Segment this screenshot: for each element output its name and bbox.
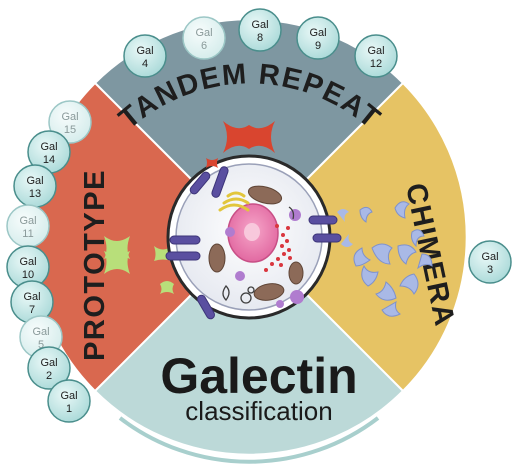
galectin-bubble-circle [468, 240, 512, 284]
galectin-bubble-number: 4 [142, 58, 148, 70]
galectin-bubble-prefix: Gal [251, 19, 268, 31]
galectin-bubble-number: 10 [22, 269, 34, 281]
prototype-label: PROTOTYPE [79, 169, 111, 361]
galectin-bubble-number: 13 [29, 188, 41, 200]
galectin-bubble-prefix: Gal [60, 390, 77, 402]
prototype-galectin-icon [104, 236, 130, 274]
galectin-bubble-prefix: Gal [136, 45, 153, 57]
galectin-bubble-circle [238, 8, 282, 52]
galectin-bubble-prefix: Gal [481, 251, 498, 263]
chimera-galectin-icon [353, 201, 433, 317]
galectin-bubble-number: 11 [22, 228, 33, 240]
tandem-repeat-galectin-icon [223, 121, 275, 153]
galectin-bubble-prefix: Gal [367, 45, 384, 57]
galectin-bubble-number: 14 [43, 154, 55, 166]
galectin-bubble-prefix: Gal [26, 175, 43, 187]
bottom-rim [118, 416, 380, 464]
nucleolus [244, 223, 260, 241]
prototype-galectin-list: Gal15Gal14Gal13Gal11Gal10Gal7Gal5Gal2Gal… [6, 100, 92, 423]
mitochondria [208, 185, 304, 301]
galectin-bubble-number: 2 [46, 370, 52, 382]
galectin-bubble-number: 5 [38, 339, 44, 351]
galectin-bubble-number: 6 [201, 40, 207, 52]
diagram-title: Galectin [160, 348, 357, 404]
galectin-bubble-circle [47, 379, 91, 423]
galectin-bubble-circle [182, 16, 226, 60]
diagram-subtitle: classification [185, 396, 332, 426]
galectin-bubble-prefix: Gal [40, 141, 57, 153]
galectin-bubble-number: 12 [370, 58, 382, 70]
galectin-bubble-number: 9 [315, 40, 321, 52]
galectin-bubble-prefix: Gal [19, 256, 36, 268]
galectin-bubble-number: 1 [66, 403, 72, 415]
galectin-bubble-prefix: Gal [309, 27, 326, 39]
galectin-bubble-prefix: Gal [40, 357, 57, 369]
membrane-receptors [165, 166, 342, 320]
galectin-bubble-prefix: Gal [19, 215, 36, 227]
galectin-bubble-prefix: Gal [195, 27, 212, 39]
galectin-bubble-prefix: Gal [32, 326, 49, 338]
golgi-apparatus [218, 191, 250, 212]
galectin-bubble-circle [296, 16, 340, 60]
galectin-bubble-circle [27, 346, 71, 390]
galectin-bubble-circle [123, 34, 167, 78]
receptor-bound-galectins [206, 158, 353, 247]
galectin-bubble-circle [48, 100, 92, 144]
cytoskeleton [222, 206, 295, 304]
galectin-bubble-prefix: Gal [61, 111, 78, 123]
vesicles [225, 209, 304, 308]
galectin-bubble-number: 15 [64, 124, 76, 136]
endoplasmic-reticulum [264, 224, 292, 272]
galectin-bubble-number: 3 [487, 264, 493, 276]
galectin-bubble-number: 7 [29, 304, 35, 316]
galectin-bubble-number: 8 [257, 32, 263, 44]
galectin-bubble-prefix: Gal [23, 291, 40, 303]
galectin-bubble-circle [354, 34, 398, 78]
